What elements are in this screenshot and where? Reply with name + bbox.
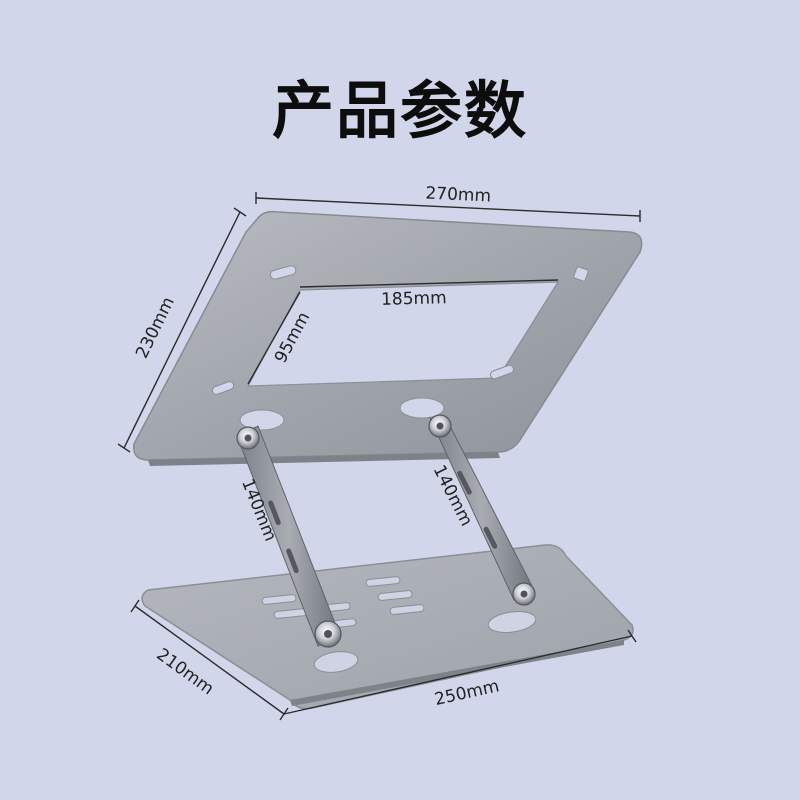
product-title: 产品参数 [271, 74, 528, 147]
dimension-lines [117, 192, 641, 721]
hinge-knobs [236, 414, 536, 648]
dim-top-width: 270mm [425, 183, 491, 206]
top-plate [133, 210, 643, 466]
dim-base-depth: 210mm [153, 645, 218, 700]
dim-base-width: 250mm [433, 676, 501, 710]
dim-cutout-width: 185mm [381, 288, 447, 310]
